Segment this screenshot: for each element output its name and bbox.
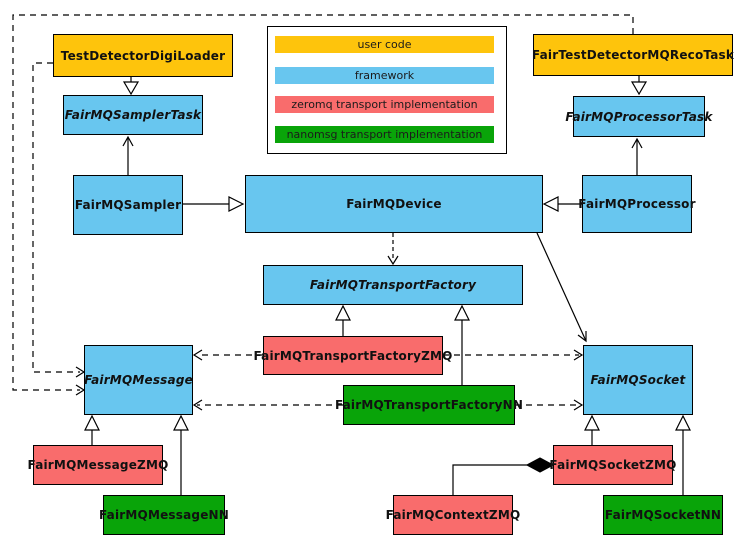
edge-device-to-socket-association xyxy=(536,232,587,343)
edge-factorynn-to-message-dependency xyxy=(192,399,343,411)
class-box-fairmqtransportfactoryzmq: FairMQTransportFactoryZMQ xyxy=(253,336,452,375)
edge-messagenn-message-inheritance xyxy=(173,414,189,495)
class-box-fairmqprocessor: FairMQProcessor xyxy=(578,175,696,233)
edge-sampler-to-samplertask-association xyxy=(122,135,134,175)
legend-label: nanomsg transport implementation xyxy=(286,128,483,141)
class-box-fairmqtransportfactory: FairMQTransportFactory xyxy=(263,265,523,305)
class-box-fairmqprocessortask: FairMQProcessorTask xyxy=(565,96,712,137)
class-box-fairmqtransportfactorynn: FairMQTransportFactoryNN xyxy=(335,385,523,425)
legend-label: user code xyxy=(357,38,412,51)
edge-recotask-processortask-inheritance xyxy=(630,76,648,96)
class-box-fairmqmessagenn: FairMQMessageNN xyxy=(99,495,229,535)
legend-item-zeromq: zeromq transport implementation xyxy=(275,96,494,113)
class-box-fairmqsocket: FairMQSocket xyxy=(583,345,693,415)
edge-socketzmq-socket-inheritance xyxy=(584,414,600,445)
class-box-fairmqcontextzmq: FairMQContextZMQ xyxy=(386,495,520,535)
edge-digiloader-samplertask-inheritance xyxy=(122,77,140,96)
legend-item-nanomsg: nanomsg transport implementation xyxy=(275,126,494,143)
class-box-fairmqmessagezmq: FairMQMessageZMQ xyxy=(28,445,168,485)
legend-label: framework xyxy=(354,69,415,82)
class-box-fairmqsocketnn: FairMQSocketNN xyxy=(603,495,723,535)
edge-processor-device-inheritance xyxy=(542,196,582,212)
legend-label: zeromq transport implementation xyxy=(291,98,478,111)
legend: user code framework zeromq transport imp… xyxy=(267,26,507,154)
edge-socketnn-socket-inheritance xyxy=(675,414,691,495)
class-box-fairmqsocketzmq: FairMQSocketZMQ xyxy=(549,445,676,485)
edge-factorynn-to-socket-dependency xyxy=(515,399,584,411)
legend-item-framework: framework xyxy=(275,67,494,84)
class-box-fairmqdevice: FairMQDevice xyxy=(245,175,543,233)
edge-factoryzmq-to-message-dependency xyxy=(192,349,263,361)
class-box-fairmqsampler: FairMQSampler xyxy=(73,175,183,235)
edge-factoryzmq-factory-inheritance xyxy=(335,304,351,336)
edge-socketzmq-contextzmq-composition xyxy=(452,457,555,495)
edge-factorynn-factory-inheritance xyxy=(454,304,470,385)
legend-item-user-code: user code xyxy=(275,36,494,53)
class-box-fairmqmessage: FairMQMessage xyxy=(84,345,193,415)
class-box-fairmqsamplertask: FairMQSamplerTask xyxy=(63,95,203,135)
edge-factoryzmq-to-socket-dependency xyxy=(443,349,584,361)
edge-sampler-device-inheritance xyxy=(183,196,245,212)
edge-processor-to-processortask-association xyxy=(631,137,643,175)
class-box-fairtestdetectormqrecotask: FairTestDetectorMQRecoTask xyxy=(532,34,734,76)
edge-messagezmq-message-inheritance xyxy=(84,414,100,445)
edge-device-to-transportfactory-dependency xyxy=(387,233,399,266)
class-box-testdetectordigiloader: TestDetectorDigiLoader xyxy=(53,34,233,77)
